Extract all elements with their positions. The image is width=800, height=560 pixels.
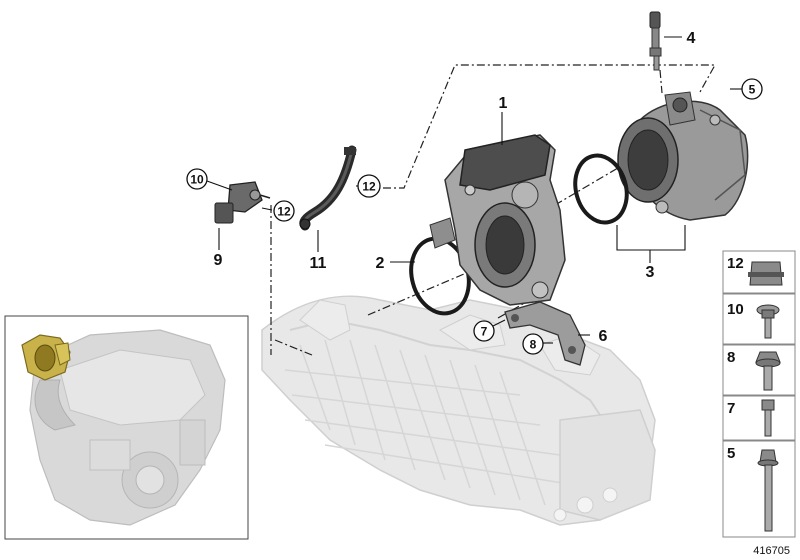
legend-item-7: 7 — [722, 395, 796, 441]
part-1-throttle-body — [429, 134, 566, 306]
svg-text:5: 5 — [727, 445, 735, 462]
hex-bolt-small-icon — [761, 399, 775, 411]
callout-4: 4 — [687, 30, 696, 47]
callout-12-hose: 12 — [357, 174, 381, 198]
fastener-legend: 12 10 8 7 5 — [722, 250, 796, 538]
svg-text:8: 8 — [727, 349, 735, 366]
diagram-id: 416705 — [753, 545, 790, 557]
part-3-housing — [617, 91, 749, 221]
svg-text:10: 10 — [727, 301, 744, 318]
callout-8: 8 — [522, 333, 544, 355]
svg-text:7: 7 — [481, 325, 488, 339]
part-9-pressure-sensor — [214, 181, 271, 224]
part-3-gasket — [573, 153, 629, 225]
callout-9: 9 — [214, 252, 223, 269]
callout-10: 10 — [186, 168, 208, 190]
callout-12-sensor: 12 — [273, 200, 295, 222]
svg-text:12: 12 — [362, 180, 376, 194]
svg-text:7: 7 — [727, 400, 735, 417]
callout-leader-lines — [206, 36, 743, 344]
svg-text:5: 5 — [749, 83, 756, 97]
part-6-bracket — [504, 301, 586, 366]
engine-block-illustration — [29, 329, 226, 526]
callout-6: 6 — [599, 328, 608, 345]
part-11-hose — [299, 145, 357, 231]
callout-7: 7 — [473, 320, 495, 342]
part-4-temperature-sensor — [649, 11, 662, 71]
svg-text:12: 12 — [277, 205, 291, 219]
svg-text:10: 10 — [190, 173, 204, 187]
legend-item-5: 5 — [722, 440, 796, 538]
svg-text:8: 8 — [530, 338, 537, 352]
legend-item-12: 12 — [722, 250, 796, 294]
callout-1: 1 — [499, 95, 508, 112]
callout-11: 11 — [310, 255, 327, 272]
svg-text:12: 12 — [727, 255, 744, 272]
circled-callouts: 5 7 8 10 12 12 — [186, 78, 763, 355]
callout-3: 3 — [646, 264, 655, 281]
plain-callouts: 1 2 3 4 6 9 11 — [214, 30, 696, 345]
highlighted-throttle-body — [21, 334, 71, 381]
legend-item-8: 8 — [722, 344, 796, 396]
intake-manifold — [261, 295, 656, 526]
legend-item-10: 10 — [722, 293, 796, 345]
callout-2: 2 — [376, 255, 385, 272]
engine-location-inset — [4, 315, 249, 540]
callout-5: 5 — [741, 78, 763, 100]
